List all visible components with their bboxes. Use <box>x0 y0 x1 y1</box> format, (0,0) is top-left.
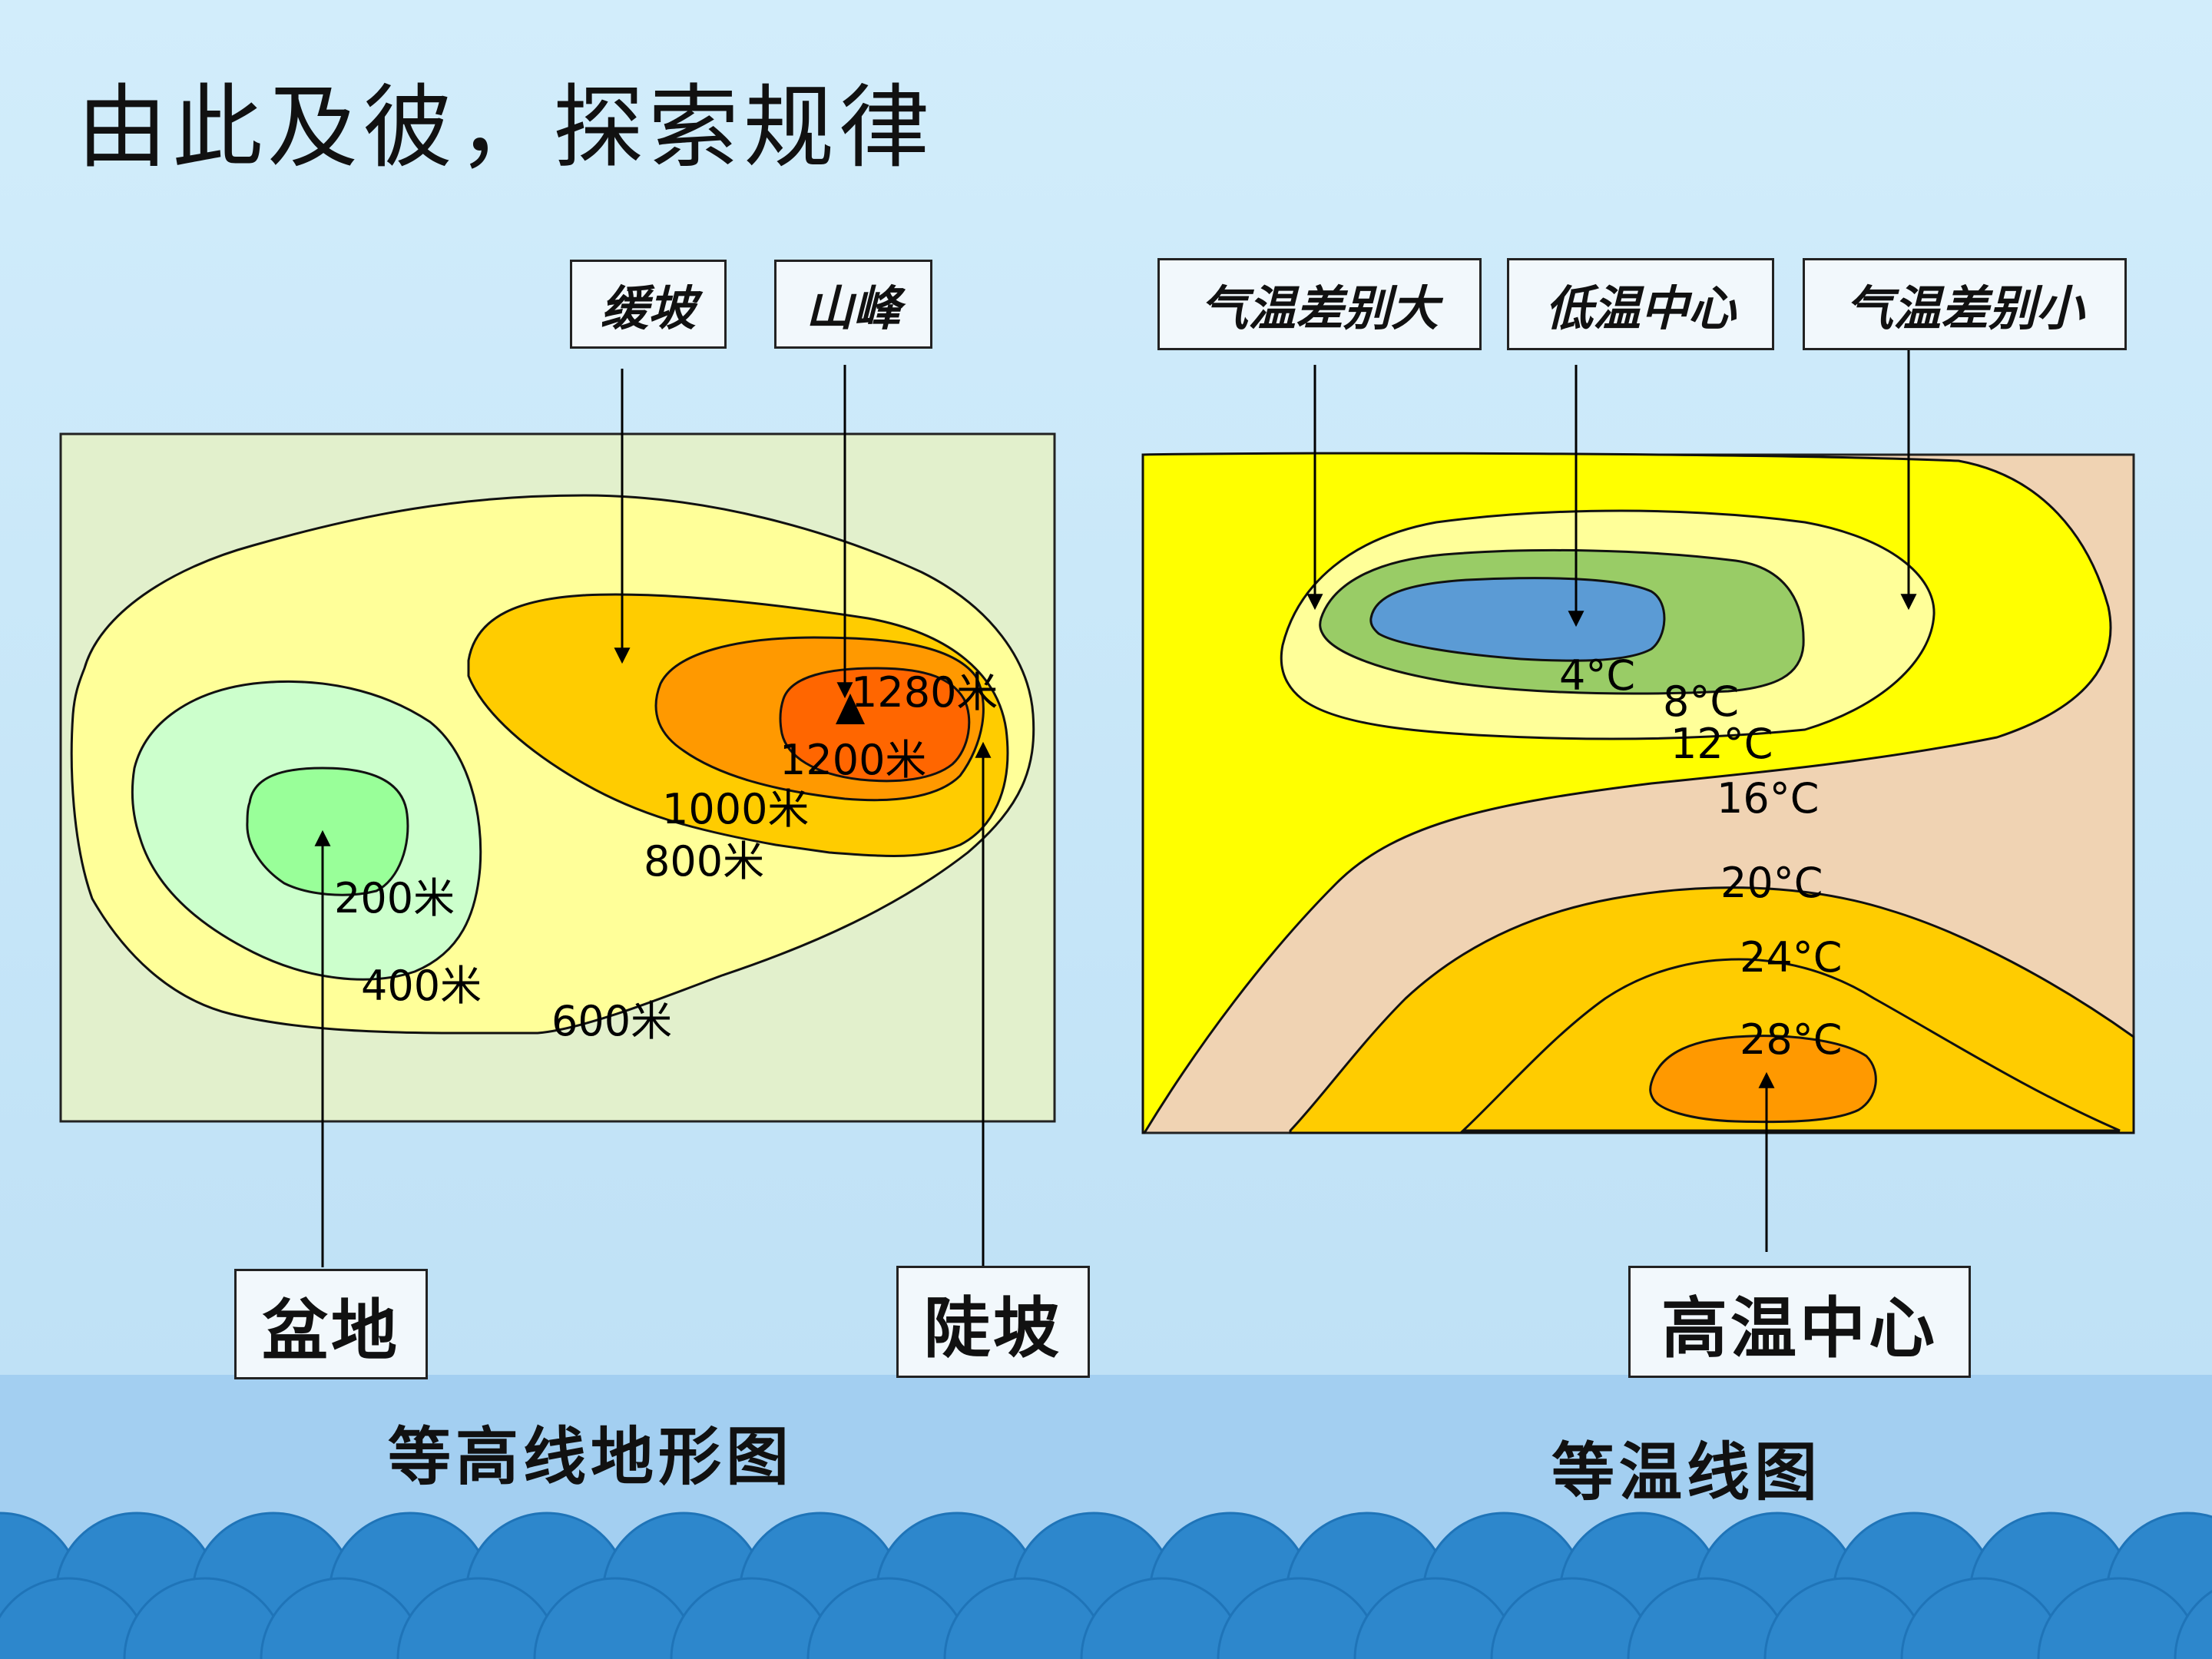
wave-bump-24 <box>533 1577 697 1659</box>
wave-bump-31 <box>1490 1577 1654 1659</box>
wave-bump-28 <box>1080 1577 1244 1659</box>
isotherm-label-28c: 28°C <box>1740 1015 1842 1064</box>
wave-bump-23 <box>396 1577 561 1659</box>
isotherm-label-20c: 20°C <box>1720 859 1823 907</box>
wave-bump-26 <box>806 1577 971 1659</box>
isotherm-label-8c: 8°C <box>1663 677 1739 726</box>
wave-bump-33 <box>1763 1577 1928 1659</box>
isotherm-label-24c: 24°C <box>1740 933 1842 982</box>
contour-label-200: 200米 <box>334 874 455 922</box>
isotherm-map-caption: 等温线图 <box>1551 1436 1823 1509</box>
contour-label-400: 400米 <box>361 962 482 1010</box>
wave-bump-35 <box>2037 1577 2201 1659</box>
callout-gentle-slope: 缓坡 <box>570 260 727 349</box>
callout-high-center: 高温中心 <box>1628 1266 1971 1378</box>
peak-triangle-icon <box>836 694 865 724</box>
wave-bump-30 <box>1353 1577 1518 1659</box>
contour-label-800: 800米 <box>644 837 764 886</box>
callout-steep-slope: 陡坡 <box>896 1266 1090 1378</box>
wave-decoration <box>0 1512 2212 1659</box>
wave-bump-27 <box>943 1577 1108 1659</box>
callout-large-diff: 气温差别大 <box>1157 258 1482 350</box>
isotherm-map: 4°C 8°C 12°C 16°C 20°C 24°C 28°C <box>1141 347 2135 1252</box>
wave-bump-22 <box>260 1577 424 1659</box>
contour-label-1200: 1200米 <box>780 736 926 784</box>
callout-small-diff: 气温差别小 <box>1803 258 2127 350</box>
contour-label-1000: 1000米 <box>662 785 809 833</box>
wave-bump-36 <box>2174 1590 2212 1659</box>
wave-bump-34 <box>1900 1577 2065 1659</box>
contour-peak <box>779 667 971 783</box>
isotherm-4c <box>1369 577 1666 662</box>
contour-label-600: 600米 <box>551 997 672 1045</box>
isotherm-label-16c: 16°C <box>1717 774 1819 823</box>
wave-bump-29 <box>1217 1577 1381 1659</box>
slide-title: 由此及彼，探索规律 <box>77 75 935 180</box>
wave-bump-20 <box>0 1577 151 1659</box>
wave-bump-25 <box>670 1577 834 1659</box>
wave-bump-21 <box>123 1577 287 1659</box>
callout-low-center: 低温中心 <box>1507 258 1774 350</box>
callout-basin: 盆地 <box>234 1269 428 1379</box>
contour-map: 200米 400米 600米 800米 1000米 1200米 1280米 <box>59 365 1056 1267</box>
callout-peak: 山峰 <box>774 260 932 349</box>
contour-map-caption: 等高线地形图 <box>388 1421 794 1494</box>
isotherm-label-12c: 12°C <box>1671 720 1773 768</box>
isotherm-label-4c: 4°C <box>1559 651 1635 700</box>
contour-label-1280: 1280米 <box>851 668 998 717</box>
wave-bump-32 <box>1627 1577 1791 1659</box>
